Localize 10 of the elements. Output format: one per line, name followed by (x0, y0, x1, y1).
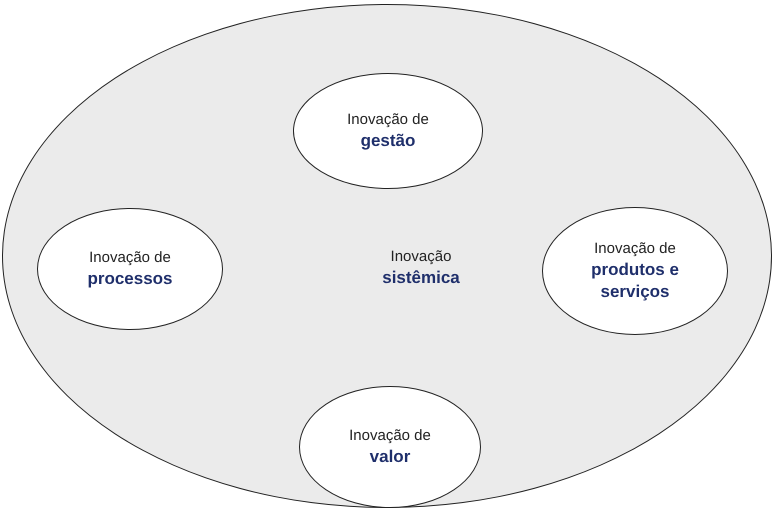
node-heading: Inovação de (347, 110, 429, 130)
node-heading: Inovação de (594, 239, 676, 259)
node-title: sistêmica (382, 267, 460, 289)
node-title: valor (370, 446, 410, 468)
node-title: produtos e serviços (590, 259, 680, 303)
node-heading: Inovação de (349, 426, 431, 446)
node-title: processos (87, 268, 173, 290)
node-heading: Inovação (390, 247, 452, 267)
node-title: gestão (360, 130, 416, 152)
node-heading: Inovação de (89, 248, 171, 268)
